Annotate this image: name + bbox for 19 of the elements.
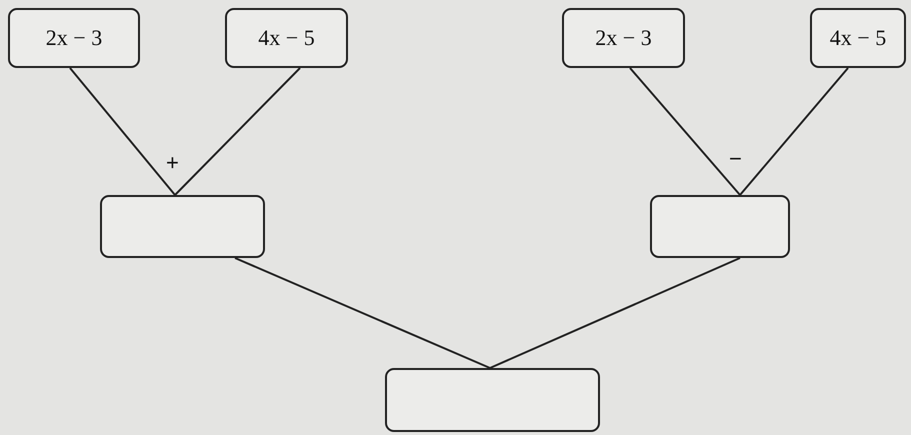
connector-line bbox=[490, 257, 740, 369]
expression-box bbox=[562, 8, 685, 68]
expression-text: 2x − 3 bbox=[595, 25, 652, 51]
answer-box bbox=[650, 195, 790, 258]
answer-box bbox=[385, 368, 600, 432]
expression-text: 4x − 5 bbox=[830, 25, 886, 51]
connector-line bbox=[69, 67, 176, 196]
expression-box bbox=[225, 8, 348, 68]
connector-line bbox=[234, 257, 490, 369]
expression-box bbox=[810, 8, 906, 68]
expression-text: 4x − 5 bbox=[258, 25, 315, 51]
connector-line bbox=[629, 67, 741, 196]
operator-sign: + bbox=[166, 150, 179, 176]
expression-text: 2x − 3 bbox=[46, 25, 102, 51]
operator-sign: − bbox=[729, 146, 742, 172]
answer-box bbox=[100, 195, 265, 258]
connector-line bbox=[174, 67, 301, 196]
expression-box bbox=[8, 8, 140, 68]
connector-line bbox=[739, 67, 849, 196]
